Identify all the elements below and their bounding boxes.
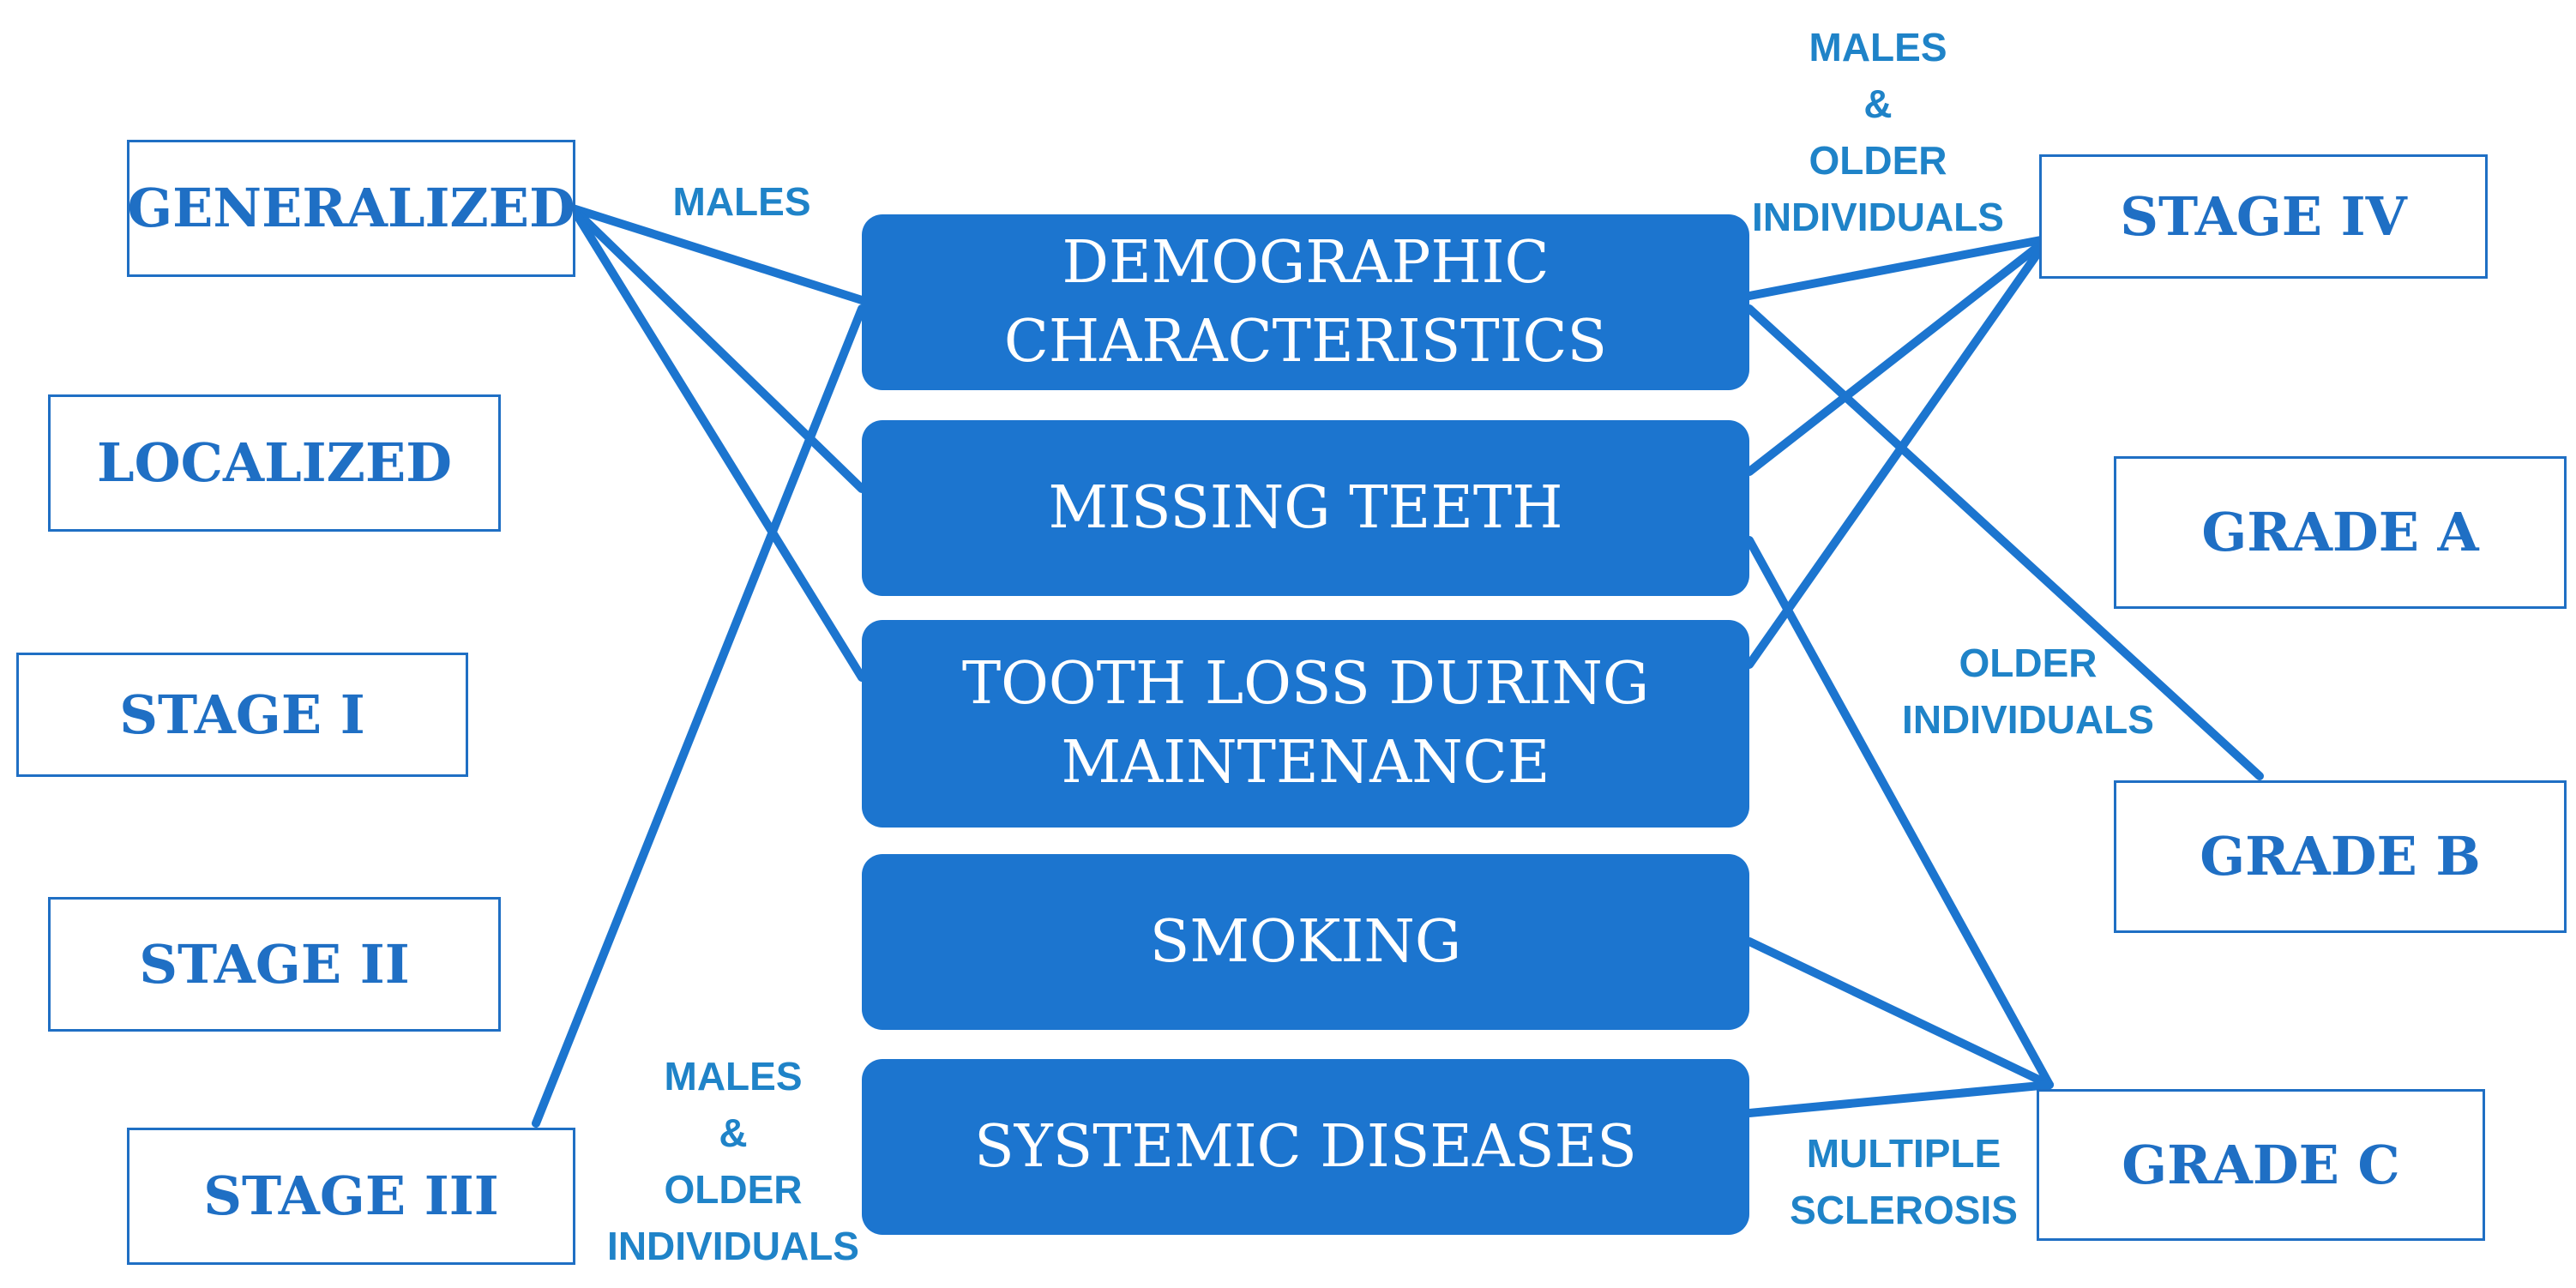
- box-stage-3-label: STAGE III: [203, 1165, 499, 1227]
- box-tooth-loss-during-maintenance: TOOTH LOSS DURING MAINTENANCE: [862, 620, 1749, 828]
- connector-demographic-stage4: [1745, 236, 2045, 300]
- box-stage-1: STAGE I: [16, 653, 468, 777]
- box-demographic-label: DEMOGRAPHIC CHARACTERISTICS: [1003, 228, 1608, 376]
- box-missing-teeth-label: MISSING TEETH: [1048, 473, 1563, 542]
- annotation-multiple-sclerosis: MULTIPLE SCLEROSIS: [1790, 1131, 2018, 1232]
- connector-smoking-grade-c: [1745, 937, 2054, 1089]
- box-stage-4: STAGE IV: [2039, 154, 2488, 279]
- connector-demographic-grade-b: [1745, 304, 2264, 780]
- connector-generalized-missing-teeth: [569, 204, 866, 493]
- box-tooth-loss-label: TOOTH LOSS DURING MAINTENANCE: [961, 650, 1650, 797]
- annotation-males-older-bottom-left: MALES & OLDER INDIVIDUALS: [607, 1054, 859, 1268]
- connector-generalized-tooth-loss: [569, 204, 866, 682]
- box-stage-2: STAGE II: [48, 897, 501, 1032]
- box-grade-b: GRADE B: [2114, 780, 2567, 933]
- box-smoking: SMOKING: [862, 854, 1749, 1030]
- box-missing-teeth: MISSING TEETH: [862, 420, 1749, 596]
- box-grade-a: GRADE A: [2114, 456, 2567, 609]
- box-grade-c-label: GRADE C: [2122, 1133, 2400, 1196]
- box-stage-2-label: STAGE II: [139, 932, 410, 996]
- box-systemic-label: SYSTEMIC DISEASES: [974, 1112, 1637, 1181]
- box-generalized-label: GENERALIZED: [127, 177, 575, 239]
- annotation-males-top-left: MALES: [672, 179, 811, 224]
- connector-missing-teeth-grade-c: [1745, 536, 2054, 1089]
- box-stage-1-label: STAGE I: [119, 683, 365, 746]
- box-localized-label: LOCALIZED: [97, 431, 452, 494]
- connector-generalized-demographic: [569, 204, 866, 304]
- connector-systemic-grade-c: [1745, 1080, 2054, 1117]
- box-demographic-characteristics: DEMOGRAPHIC CHARACTERISTICS: [862, 214, 1749, 390]
- connector-missing-teeth-stage4: [1745, 240, 2045, 476]
- box-grade-a-label: GRADE A: [2201, 501, 2479, 563]
- box-systemic-diseases: SYSTEMIC DISEASES: [862, 1059, 1749, 1235]
- box-generalized: GENERALIZED: [127, 140, 575, 277]
- box-grade-b-label: GRADE B: [2200, 825, 2481, 888]
- box-grade-c: GRADE C: [2037, 1089, 2485, 1241]
- annotation-older-individuals-right: OLDER INDIVIDUALS: [1902, 641, 2154, 742]
- box-localized: LOCALIZED: [48, 394, 501, 532]
- annotation-males-older-top-right: MALES & OLDER INDIVIDUALS: [1752, 25, 2004, 239]
- connector-tooth-loss-stage4: [1745, 244, 2045, 669]
- connector-stage3-demographic: [532, 304, 866, 1128]
- box-stage-4-label: STAGE IV: [2120, 184, 2407, 248]
- box-smoking-label: SMOKING: [1149, 907, 1462, 976]
- box-stage-3: STAGE III: [127, 1128, 575, 1265]
